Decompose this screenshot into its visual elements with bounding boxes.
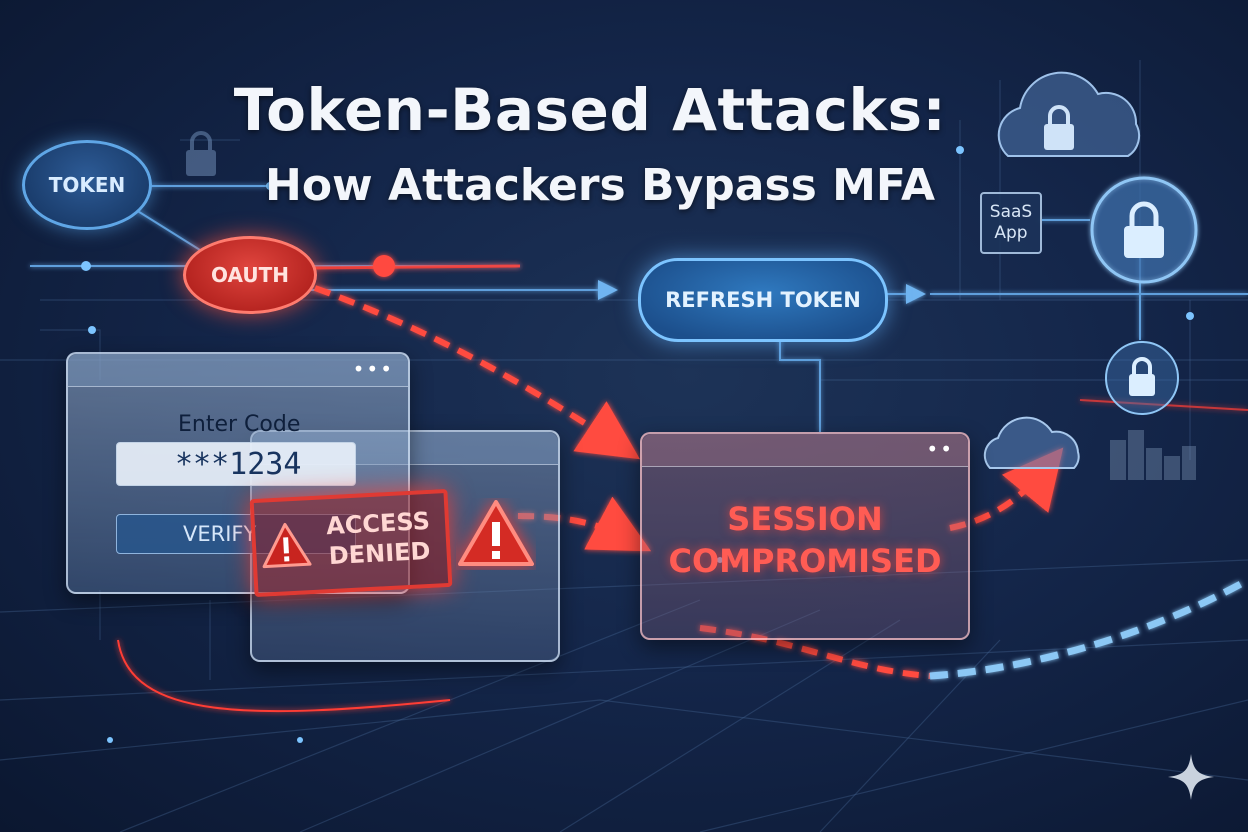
padlock-circle-icon [1090, 176, 1198, 284]
cloud-icon [983, 416, 1080, 469]
session-compromised-text: SESSION COMPROMISED [668, 500, 942, 580]
saas-app-box: SaaS App [980, 192, 1042, 254]
sparkle-icon [1168, 754, 1214, 800]
window-titlebar: •• [642, 434, 968, 467]
window-titlebar: ••• [68, 354, 408, 387]
page-subtitle: How Attackers Bypass MFA [265, 160, 935, 211]
red-node-dot [373, 255, 395, 277]
session-window: •• SESSION COMPROMISED [640, 432, 970, 640]
token-node: TOKEN [22, 140, 152, 230]
enter-code-label: Enter Code [178, 412, 301, 437]
lock-icon [186, 131, 216, 176]
data-blocks [1110, 430, 1196, 480]
warning-triangle-icon [458, 500, 534, 566]
refresh-token-node: REFRESH TOKEN [638, 258, 888, 342]
three-dots-icon[interactable]: •• [926, 437, 954, 461]
three-dots-icon[interactable]: ••• [352, 357, 394, 381]
access-denied-text: ACCESS DENIED [325, 506, 432, 571]
cloud-lock-icon [997, 71, 1141, 157]
warning-triangle-icon [262, 522, 312, 569]
access-denied-alert: ACCESS DENIED [249, 488, 453, 598]
oauth-node: OAUTH [183, 236, 317, 314]
page-title: Token-Based Attacks: [233, 76, 947, 144]
code-input[interactable]: ***1234 [116, 442, 356, 486]
padlock-circle-icon [1105, 341, 1179, 415]
